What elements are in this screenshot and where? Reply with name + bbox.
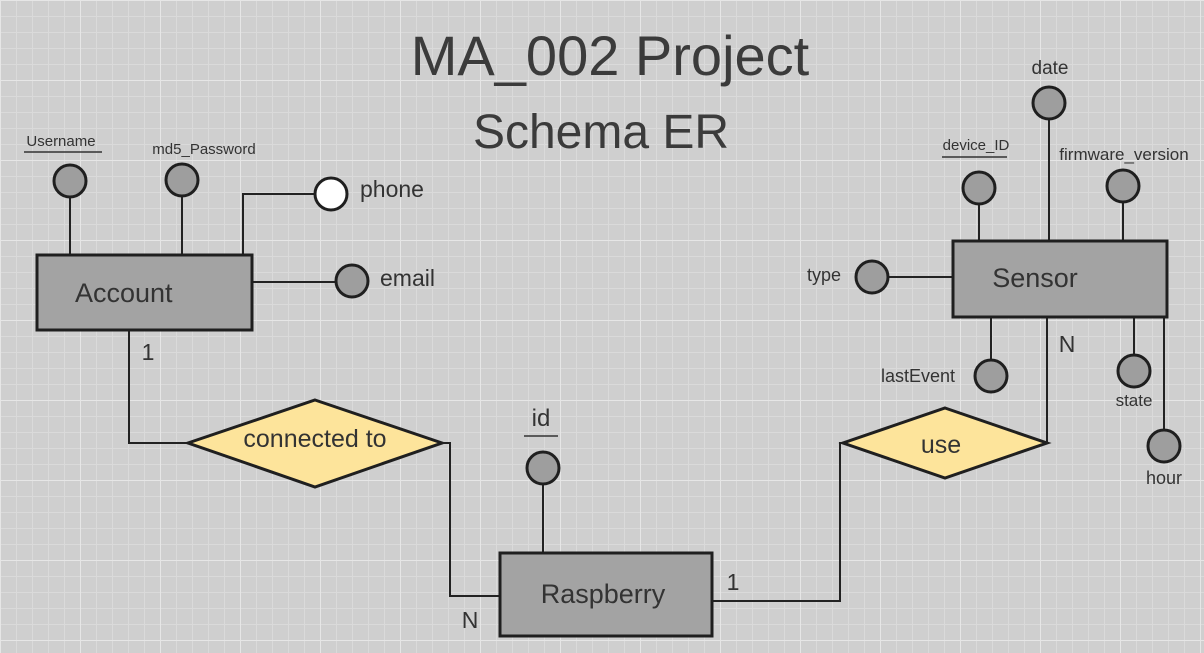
link-account-connected: [128, 330, 188, 444]
link-connected-raspberry: [442, 442, 500, 597]
attribute-last-event[interactable]: [973, 358, 1009, 394]
cardinality-sensor-use: N: [1059, 331, 1076, 357]
attribute-firmware-version-label: firmware_version: [1059, 145, 1188, 164]
entity-sensor[interactable]: [951, 239, 1169, 319]
attribute-hour[interactable]: [1146, 428, 1182, 464]
entity-account[interactable]: [35, 253, 254, 332]
attribute-hour-label: hour: [1146, 468, 1182, 488]
cardinality-raspberry-connected: N: [462, 607, 479, 633]
attribute-email[interactable]: [334, 263, 370, 299]
attribute-firmware-version[interactable]: [1105, 168, 1141, 204]
entity-account-label: Account: [75, 278, 173, 308]
attribute-state-label: state: [1116, 391, 1153, 410]
entity-raspberry-label: Raspberry: [541, 579, 666, 609]
attribute-email-label: email: [380, 265, 435, 291]
relationship-use-label: use: [921, 431, 961, 459]
cardinality-account-connected: 1: [142, 339, 155, 365]
attribute-id-label: id: [532, 405, 551, 432]
cardinality-raspberry-use: 1: [727, 569, 740, 595]
attribute-type[interactable]: [854, 259, 890, 295]
attribute-last-event-label: lastEvent: [881, 366, 955, 386]
attribute-device-id-label: device_ID: [943, 137, 1010, 154]
entity-raspberry[interactable]: [498, 551, 714, 638]
relationship-connected-to[interactable]: [183, 398, 447, 489]
relationship-use[interactable]: [838, 406, 1052, 480]
diagram-subtitle: Schema ER: [473, 106, 729, 159]
attribute-username-label: Username: [26, 133, 95, 150]
attribute-username[interactable]: [52, 163, 88, 199]
attribute-phone[interactable]: [313, 176, 349, 212]
attribute-device-id[interactable]: [961, 170, 997, 206]
diagram-title: MA_002 Project: [411, 24, 810, 87]
attribute-md5-password-label: md5_Password: [152, 141, 255, 158]
relationship-connected-to-label: connected to: [243, 425, 386, 453]
entity-sensor-label: Sensor: [992, 263, 1078, 293]
attribute-date-label: date: [1032, 58, 1069, 79]
attribute-state[interactable]: [1116, 353, 1152, 389]
attribute-id[interactable]: [525, 450, 561, 486]
attribute-date[interactable]: [1031, 85, 1067, 121]
attribute-md5-password[interactable]: [164, 162, 200, 198]
connector-phone: [242, 193, 315, 255]
attribute-phone-label: phone: [360, 176, 424, 202]
attribute-type-label: type: [807, 265, 841, 285]
